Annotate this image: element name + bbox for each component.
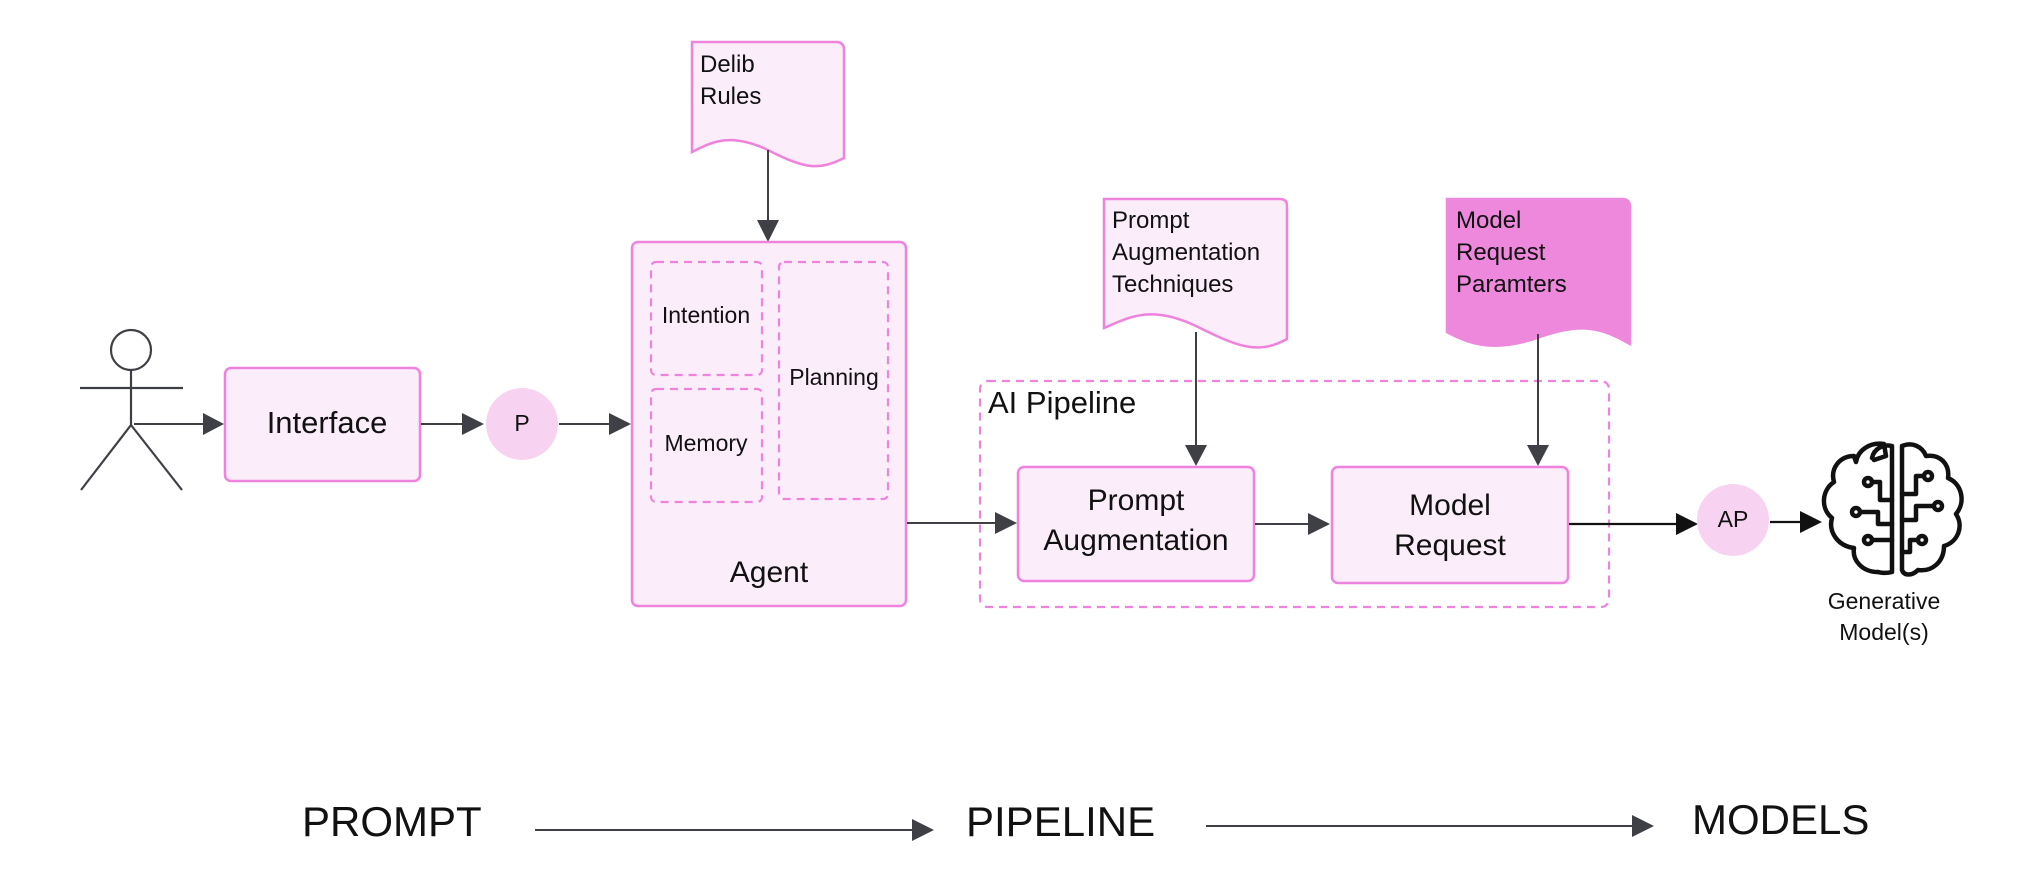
intention-box: Intention [649, 260, 764, 377]
arrow-ap-to-generative-model [1770, 511, 1822, 533]
flow-prompt-label: PROMPT [302, 798, 482, 845]
planning-box: Planning [777, 260, 890, 501]
brain-circuit-icon [1821, 441, 1964, 577]
flow-pipeline-label: PIPELINE [966, 798, 1155, 845]
mr-parameters-line3: Paramters [1456, 271, 1567, 298]
prompt-augmentation-box: Prompt Augmentation [1016, 465, 1256, 583]
delib-rules-document: Delib Rules [690, 40, 846, 168]
flow-models-label: MODELS [1692, 796, 1869, 843]
prompt-augmentation-techniques-document: Prompt Augmentation Techniques [1102, 197, 1289, 349]
arrow-agent-to-prompt-augmentation [907, 512, 1017, 534]
intention-label: Intention [662, 302, 750, 328]
pa-techniques-line1: Prompt [1112, 207, 1190, 234]
model-request-line2: Request [1394, 529, 1506, 562]
pa-techniques-line2: Augmentation [1112, 239, 1260, 266]
arrow-actor-to-interface [134, 413, 224, 435]
arrow-parameters-to-model-request [1527, 334, 1549, 466]
agent-box: Intention Memory Planning Agent [630, 240, 908, 608]
generative-model-line1: Generative [1828, 588, 1941, 614]
generative-model-line2: Model(s) [1839, 619, 1928, 645]
memory-box: Memory [649, 387, 764, 504]
arrow-prompt-to-pipeline [535, 819, 934, 841]
planning-label: Planning [789, 364, 879, 390]
ap-node: AP [1697, 484, 1769, 556]
arrow-techniques-to-prompt-augmentation [1185, 332, 1207, 466]
arrow-pipeline-to-models [1206, 815, 1654, 837]
arrow-delib-rules-to-agent [757, 150, 779, 242]
interface-label: Interface [267, 405, 388, 440]
arrow-interface-to-p [421, 413, 484, 435]
delib-rules-line1: Delib [700, 51, 755, 78]
memory-label: Memory [664, 430, 748, 456]
arrow-model-request-to-ap [1569, 513, 1698, 535]
ai-pipeline-container: AI Pipeline [978, 379, 1611, 609]
prompt-augmentation-line1: Prompt [1088, 484, 1185, 517]
arrow-p-to-agent [559, 413, 631, 435]
ap-node-label: AP [1718, 506, 1749, 532]
stick-figure-user-icon [80, 328, 183, 491]
model-request-line1: Model [1409, 489, 1491, 522]
p-node-label: P [514, 410, 529, 436]
p-node: P [486, 388, 558, 460]
delib-rules-line2: Rules [700, 83, 761, 110]
mr-parameters-line2: Request [1456, 239, 1546, 266]
pa-techniques-line3: Techniques [1112, 271, 1233, 298]
prompt-augmentation-line2: Augmentation [1043, 524, 1228, 557]
agent-label: Agent [730, 556, 809, 589]
arrow-prompt-augmentation-to-model-request [1255, 513, 1330, 535]
ai-pipeline-title: AI Pipeline [988, 385, 1136, 420]
interface-box: Interface [223, 366, 422, 483]
model-request-box: Model Request [1330, 465, 1570, 585]
model-request-parameters-document: Model Request Paramters [1445, 197, 1632, 348]
mr-parameters-line1: Model [1456, 207, 1521, 234]
